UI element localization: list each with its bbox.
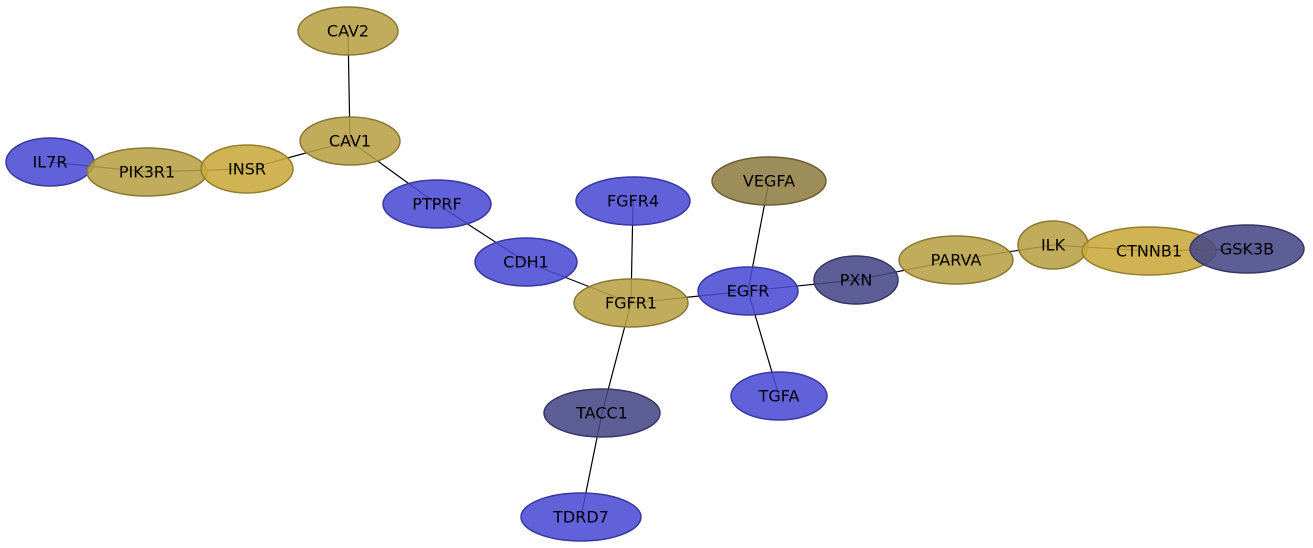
node-vegfa[interactable]: VEGFA <box>711 156 827 206</box>
node-label-il7r: IL7R <box>33 153 68 172</box>
node-label-cdh1: CDH1 <box>503 253 549 272</box>
node-label-gsk3b: GSK3B <box>1220 240 1274 259</box>
node-label-insr: INSR <box>228 160 266 179</box>
node-cav2[interactable]: CAV2 <box>297 6 399 56</box>
node-shape-gsk3b[interactable] <box>1189 224 1305 274</box>
node-shape-tgfa[interactable] <box>730 371 828 421</box>
node-label-cav2: CAV2 <box>327 22 369 41</box>
node-label-tdrd7: TDRD7 <box>552 508 609 527</box>
node-shape-cav2[interactable] <box>297 6 399 56</box>
node-shape-fgfr1[interactable] <box>573 278 689 328</box>
node-label-pxn: PXN <box>840 271 873 290</box>
node-pxn[interactable]: PXN <box>813 255 899 305</box>
node-ilk[interactable]: ILK <box>1017 220 1089 270</box>
node-label-ctnnb1: CTNNB1 <box>1116 242 1182 261</box>
node-ctnnb1[interactable]: CTNNB1 <box>1081 226 1217 276</box>
node-il7r[interactable]: IL7R <box>5 137 95 187</box>
node-tdrd7[interactable]: TDRD7 <box>520 492 642 542</box>
node-shape-tdrd7[interactable] <box>520 492 642 542</box>
node-label-fgfr4: FGFR4 <box>607 192 659 211</box>
node-tacc1[interactable]: TACC1 <box>543 388 661 438</box>
node-label-tgfa: TGFA <box>758 387 800 406</box>
node-tgfa[interactable]: TGFA <box>730 371 828 421</box>
node-parva[interactable]: PARVA <box>898 235 1014 285</box>
node-shape-tacc1[interactable] <box>543 388 661 438</box>
node-shape-insr[interactable] <box>200 144 294 194</box>
node-shape-parva[interactable] <box>898 235 1014 285</box>
node-shape-vegfa[interactable] <box>711 156 827 206</box>
node-fgfr1[interactable]: FGFR1 <box>573 278 689 328</box>
node-shape-ptprf[interactable] <box>382 179 492 229</box>
node-label-parva: PARVA <box>931 251 982 270</box>
node-shape-cav1[interactable] <box>299 116 401 166</box>
node-label-ptprf: PTPRF <box>412 195 461 214</box>
node-pik3r1[interactable]: PIK3R1 <box>86 147 208 197</box>
network-edges <box>49 30 1248 518</box>
node-label-egfr: EGFR <box>727 282 770 301</box>
node-insr[interactable]: INSR <box>200 144 294 194</box>
node-shape-egfr[interactable] <box>697 266 799 316</box>
node-shape-pxn[interactable] <box>813 255 899 305</box>
node-label-cav1: CAV1 <box>329 132 371 151</box>
node-cdh1[interactable]: CDH1 <box>474 237 578 287</box>
node-label-vegfa: VEGFA <box>743 172 795 191</box>
node-label-pik3r1: PIK3R1 <box>119 163 175 182</box>
node-cav1[interactable]: CAV1 <box>299 116 401 166</box>
node-label-ilk: ILK <box>1041 236 1066 255</box>
node-shape-fgfr4[interactable] <box>575 176 691 226</box>
node-label-tacc1: TACC1 <box>575 404 628 423</box>
node-gsk3b[interactable]: GSK3B <box>1189 224 1305 274</box>
node-egfr[interactable]: EGFR <box>697 266 799 316</box>
node-shape-cdh1[interactable] <box>474 237 578 287</box>
node-ptprf[interactable]: PTPRF <box>382 179 492 229</box>
node-label-fgfr1: FGFR1 <box>605 294 657 313</box>
node-fgfr4[interactable]: FGFR4 <box>575 176 691 226</box>
